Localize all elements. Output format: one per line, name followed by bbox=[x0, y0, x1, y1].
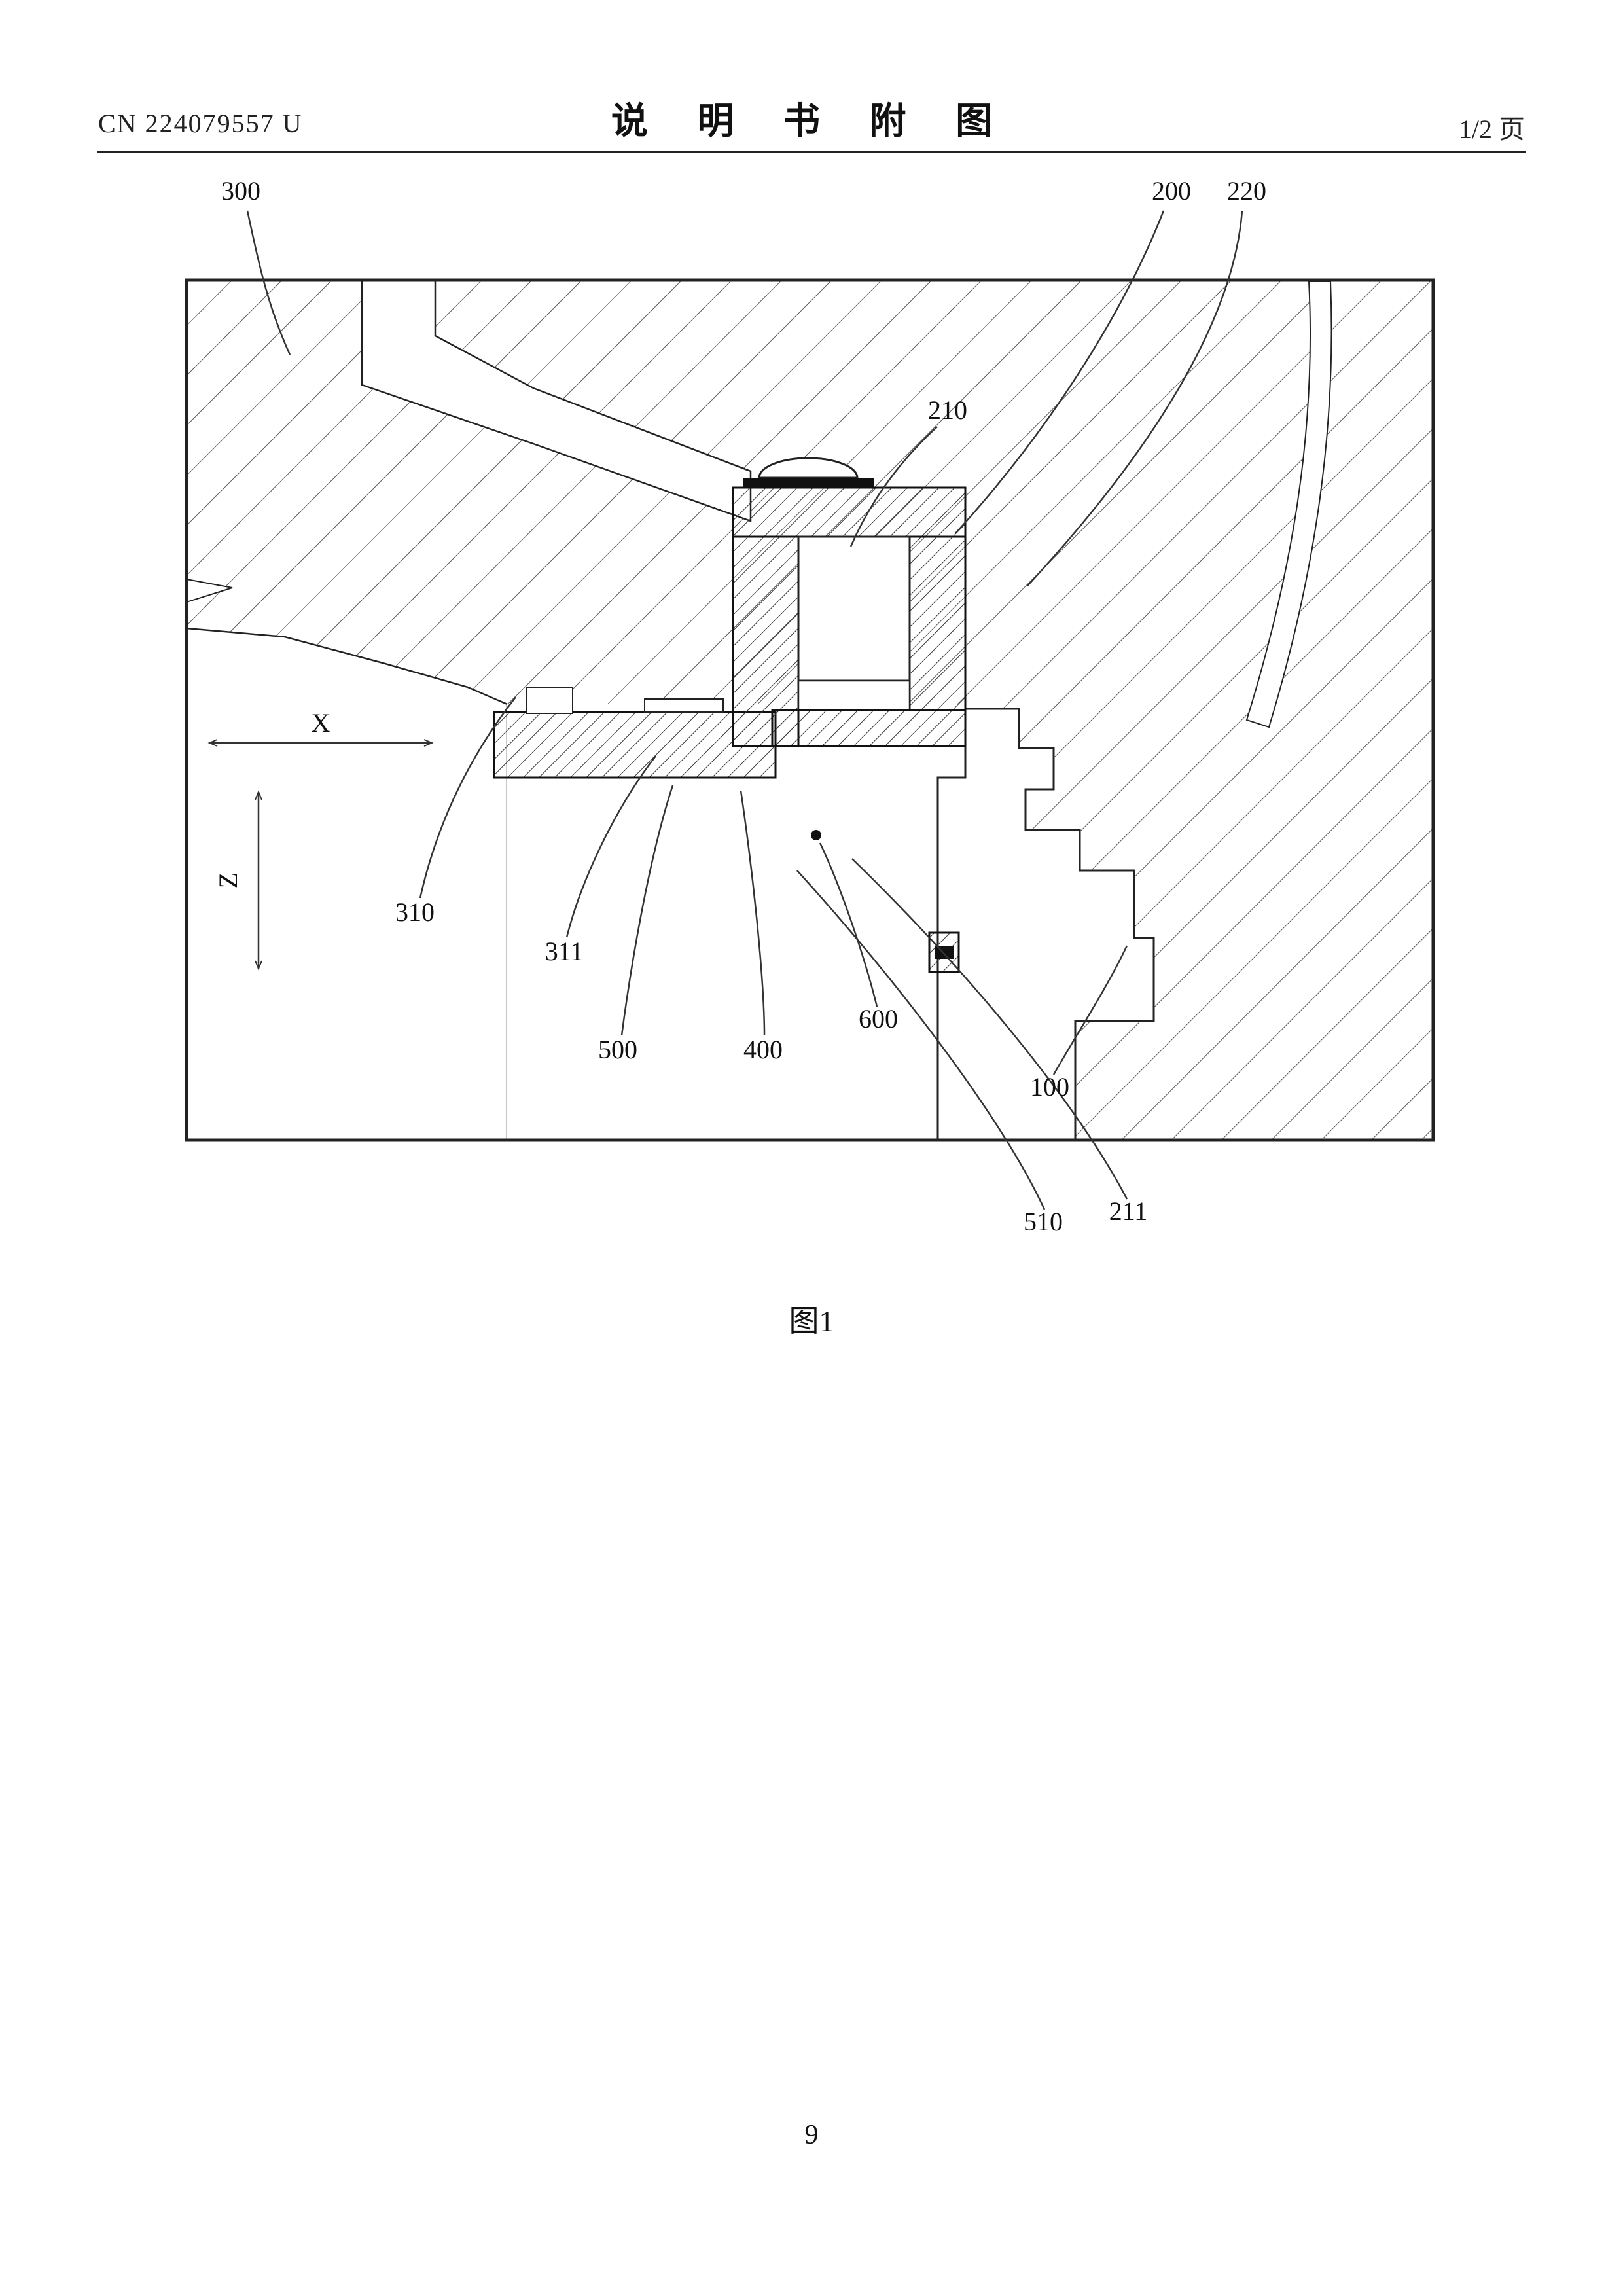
leader-300 bbox=[246, 210, 291, 355]
plate-step-311 bbox=[526, 687, 573, 714]
ref-label-500: 500 bbox=[598, 1035, 637, 1064]
component-base bbox=[771, 709, 967, 747]
ref-label-211: 211 bbox=[1109, 1196, 1148, 1226]
component-flange bbox=[797, 679, 911, 711]
leader-lines bbox=[246, 210, 1243, 1210]
reference-labels: 300 200 220 210 310 311 500 400 600 100 … bbox=[221, 176, 1266, 1236]
leader-200 bbox=[955, 210, 1165, 534]
component-cap bbox=[743, 478, 874, 488]
leader-220 bbox=[1027, 210, 1243, 586]
section-content bbox=[187, 280, 1433, 1140]
ref-label-210: 210 bbox=[928, 395, 967, 425]
plate-step-small bbox=[644, 698, 724, 713]
ref-label-400: 400 bbox=[743, 1035, 783, 1064]
ref-label-310: 310 bbox=[395, 897, 435, 927]
left-cavity bbox=[187, 627, 508, 1140]
figure-frame bbox=[185, 278, 1435, 1142]
left-edge-notch bbox=[187, 578, 233, 603]
page-indicator: 1/2 页 bbox=[1458, 115, 1525, 144]
z-axis-label: Z bbox=[213, 872, 243, 888]
component-left-wall bbox=[732, 535, 800, 747]
axes: X Z bbox=[207, 708, 434, 971]
component-dome bbox=[758, 457, 859, 479]
header-rule bbox=[97, 151, 1526, 153]
ref-label-510: 510 bbox=[1024, 1207, 1063, 1236]
leader-400 bbox=[740, 790, 766, 1036]
seal-600-dot bbox=[811, 830, 821, 840]
leader-510 bbox=[796, 870, 1046, 1210]
ref-label-100: 100 bbox=[1030, 1072, 1069, 1102]
clamp-plate-400 bbox=[493, 711, 777, 779]
leader-600 bbox=[819, 842, 878, 1007]
component-core-210 bbox=[797, 535, 911, 682]
figure-caption: 图1 bbox=[789, 1304, 834, 1338]
part-100-stepped bbox=[936, 708, 1155, 1140]
figure-1-drawing: X Z 300 200 220 210 310 311 500 400 600 … bbox=[185, 176, 1435, 1236]
ref-label-200: 200 bbox=[1152, 176, 1191, 206]
component-200 bbox=[732, 457, 967, 747]
page-title: 说 明 书 附 图 bbox=[611, 100, 1012, 141]
patent-number: CN 224079557 U bbox=[98, 109, 303, 138]
x-axis-label: X bbox=[312, 708, 330, 738]
ref-label-600: 600 bbox=[859, 1004, 898, 1033]
upper-channel bbox=[361, 280, 752, 522]
ref-label-311: 311 bbox=[545, 937, 584, 966]
ref-label-220: 220 bbox=[1227, 176, 1266, 206]
component-top-band bbox=[732, 486, 967, 538]
leader-311 bbox=[565, 755, 656, 938]
right-sliver bbox=[1245, 281, 1332, 728]
ref-label-300: 300 bbox=[221, 176, 260, 206]
leader-500 bbox=[620, 785, 674, 1036]
leader-210 bbox=[849, 426, 938, 547]
leader-100 bbox=[1052, 945, 1128, 1075]
page-number: 9 bbox=[804, 2120, 819, 2150]
leader-211 bbox=[851, 858, 1128, 1200]
component-right-wall-220 bbox=[908, 535, 967, 711]
leader-310 bbox=[419, 696, 516, 899]
figure-1-container: X Z 300 200 220 210 310 311 500 400 600 … bbox=[98, 164, 1525, 1407]
fastener-detail-dark bbox=[935, 946, 954, 959]
